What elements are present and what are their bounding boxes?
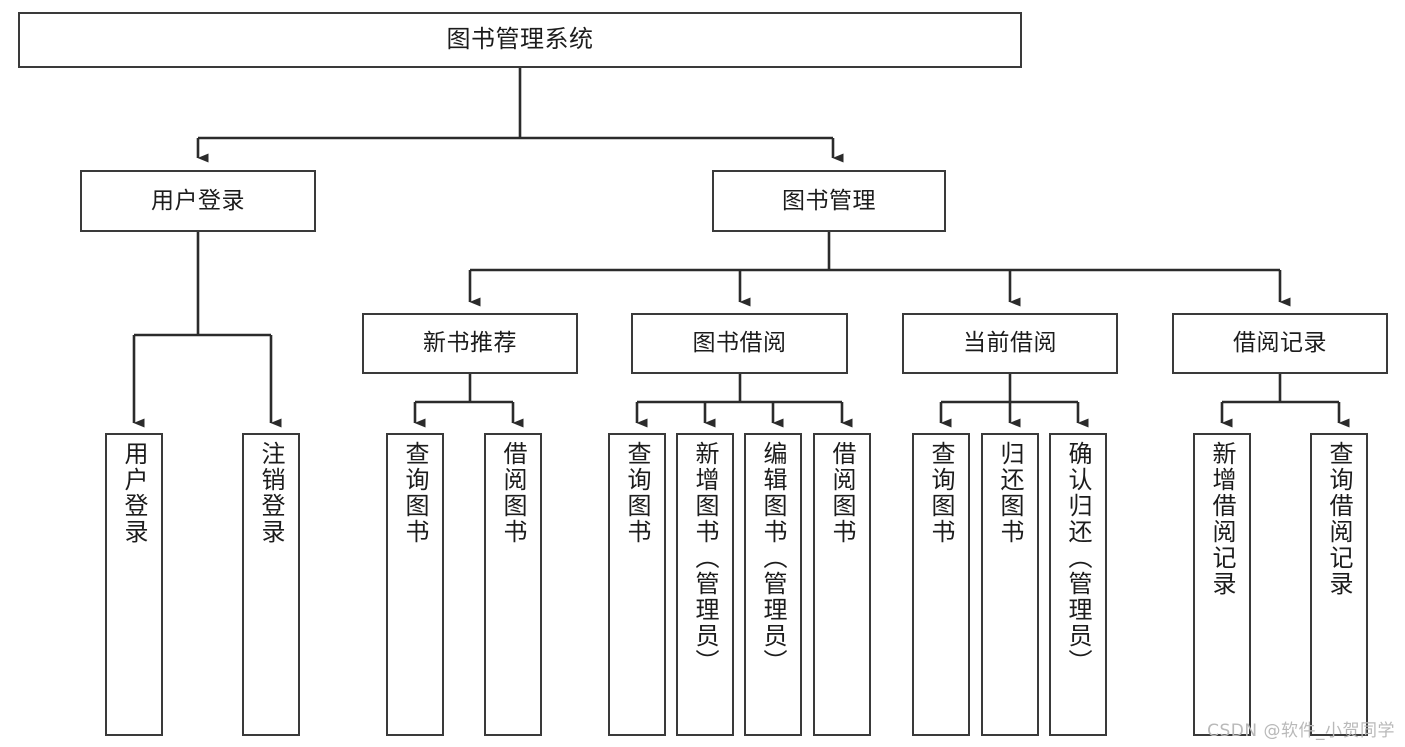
node-label: 查询图书 xyxy=(401,441,429,545)
node-label: 编辑图书（管理员） xyxy=(759,441,787,675)
leaf-query-book-borrow[interactable]: 查询图书 xyxy=(608,433,666,736)
node-label: 新增图书（管理员） xyxy=(691,441,719,675)
node-book-borrow[interactable]: 图书借阅 xyxy=(631,313,848,374)
leaf-confirm-return[interactable]: 确认归还（管理员） xyxy=(1049,433,1107,736)
leaf-query-book-recommend[interactable]: 查询图书 xyxy=(386,433,444,736)
csdn-watermark: CSDN @软件_小贺同学 xyxy=(1207,721,1395,741)
node-book-management[interactable]: 图书管理 xyxy=(712,170,946,232)
node-borrow-record[interactable]: 借阅记录 xyxy=(1172,313,1388,374)
node-label: 查询图书 xyxy=(623,441,651,545)
node-label: 注销登录 xyxy=(257,441,285,545)
node-current-borrow[interactable]: 当前借阅 xyxy=(902,313,1118,374)
leaf-borrow-book-recommend[interactable]: 借阅图书 xyxy=(484,433,542,736)
leaf-user-login[interactable]: 用户登录 xyxy=(105,433,163,736)
node-label: 当前借阅 xyxy=(963,330,1057,357)
node-root-system[interactable]: 图书管理系统 xyxy=(18,12,1022,68)
node-label: 查询图书 xyxy=(927,441,955,545)
node-label: 归还图书 xyxy=(996,441,1024,545)
leaf-query-book-current[interactable]: 查询图书 xyxy=(912,433,970,736)
node-new-book-recommend[interactable]: 新书推荐 xyxy=(362,313,578,374)
node-label: 借阅记录 xyxy=(1233,330,1327,357)
node-label: 借阅图书 xyxy=(828,441,856,545)
node-label: 新增借阅记录 xyxy=(1208,441,1236,597)
node-label: 确认归还（管理员） xyxy=(1064,441,1092,675)
leaf-add-book[interactable]: 新增图书（管理员） xyxy=(676,433,734,736)
node-label: 查询借阅记录 xyxy=(1325,441,1353,597)
node-label: 图书管理系统 xyxy=(446,25,594,54)
leaf-logout-login[interactable]: 注销登录 xyxy=(242,433,300,736)
node-label: 新书推荐 xyxy=(423,330,517,357)
leaf-edit-book[interactable]: 编辑图书（管理员） xyxy=(744,433,802,736)
node-label: 用户登录 xyxy=(151,187,245,214)
node-label: 用户登录 xyxy=(120,441,148,545)
node-label: 图书管理 xyxy=(782,187,876,214)
leaf-return-book[interactable]: 归还图书 xyxy=(981,433,1039,736)
node-label: 图书借阅 xyxy=(692,330,787,357)
node-user-login[interactable]: 用户登录 xyxy=(80,170,316,232)
leaf-query-borrow-record[interactable]: 查询借阅记录 xyxy=(1310,433,1368,736)
leaf-borrow-book[interactable]: 借阅图书 xyxy=(813,433,871,736)
node-label: 借阅图书 xyxy=(499,441,527,545)
leaf-add-borrow-record[interactable]: 新增借阅记录 xyxy=(1193,433,1251,736)
